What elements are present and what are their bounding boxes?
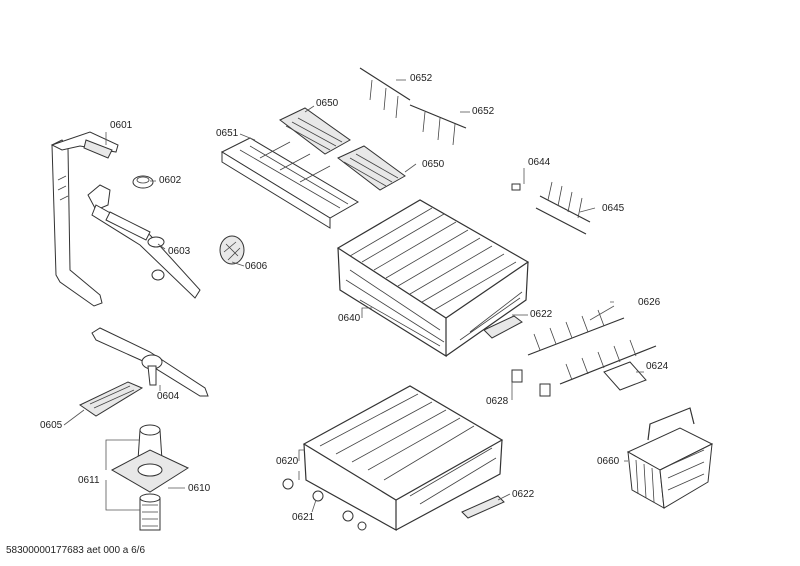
label-0610: 0610 <box>188 483 211 494</box>
filter-disc-0606 <box>219 235 245 265</box>
label-0626: 0626 <box>638 297 661 308</box>
cover-0605 <box>79 381 144 417</box>
holder-0622-a <box>483 315 523 339</box>
upper-basket-0640 <box>336 199 530 358</box>
wheels-0620-0621 <box>282 478 367 531</box>
lower-basket <box>302 385 504 532</box>
rack-insert-0645 <box>535 181 591 235</box>
label-0622-upper: 0622 <box>530 309 553 320</box>
label-0603: 0603 <box>168 246 191 257</box>
document-reference: 58300000177683 aet 000 a 6/6 <box>6 545 146 556</box>
clips-0628 <box>511 369 551 397</box>
label-0628: 0628 <box>486 396 509 407</box>
label-0645: 0645 <box>602 203 625 214</box>
tine-rack-0650-a <box>279 107 351 155</box>
holder-0652-b <box>409 104 467 146</box>
label-0650-top: 0650 <box>316 98 339 109</box>
label-0601: 0601 <box>110 120 133 131</box>
sump-filter-0610-0611 <box>110 424 190 531</box>
label-0602: 0602 <box>159 175 182 186</box>
label-0620: 0620 <box>276 456 299 467</box>
holder-0652-a <box>359 67 411 119</box>
label-0651: 0651 <box>216 128 239 139</box>
label-0606: 0606 <box>245 261 268 272</box>
tine-rack-0650-b <box>337 145 406 191</box>
upper-spray-arm-0603 <box>87 184 201 299</box>
label-0644: 0644 <box>528 157 551 168</box>
label-0605: 0605 <box>40 420 63 431</box>
cutlery-basket-0660 <box>626 407 714 509</box>
holder-0622-b <box>461 495 505 519</box>
leader-lines <box>63 79 644 513</box>
label-0650-right: 0650 <box>422 159 445 170</box>
label-0622-lower: 0622 <box>512 489 535 500</box>
nut-0602 <box>132 175 154 189</box>
cutlery-tray-0651 <box>220 137 359 229</box>
supply-pipe-0601 <box>50 131 119 307</box>
label-0611: 0611 <box>78 475 100 486</box>
clips-0624 <box>603 361 647 391</box>
lower-spray-arm-0604 <box>91 327 209 397</box>
label-0652-right: 0652 <box>472 106 495 117</box>
label-0604: 0604 <box>157 391 180 402</box>
label-0652-left: 0652 <box>410 73 433 84</box>
label-0624: 0624 <box>646 361 669 372</box>
tine-rows-0626 <box>527 309 657 385</box>
label-0621: 0621 <box>292 512 315 523</box>
clip-0644 <box>511 183 521 191</box>
label-0640: 0640 <box>338 313 361 324</box>
label-0660: 0660 <box>597 456 620 467</box>
